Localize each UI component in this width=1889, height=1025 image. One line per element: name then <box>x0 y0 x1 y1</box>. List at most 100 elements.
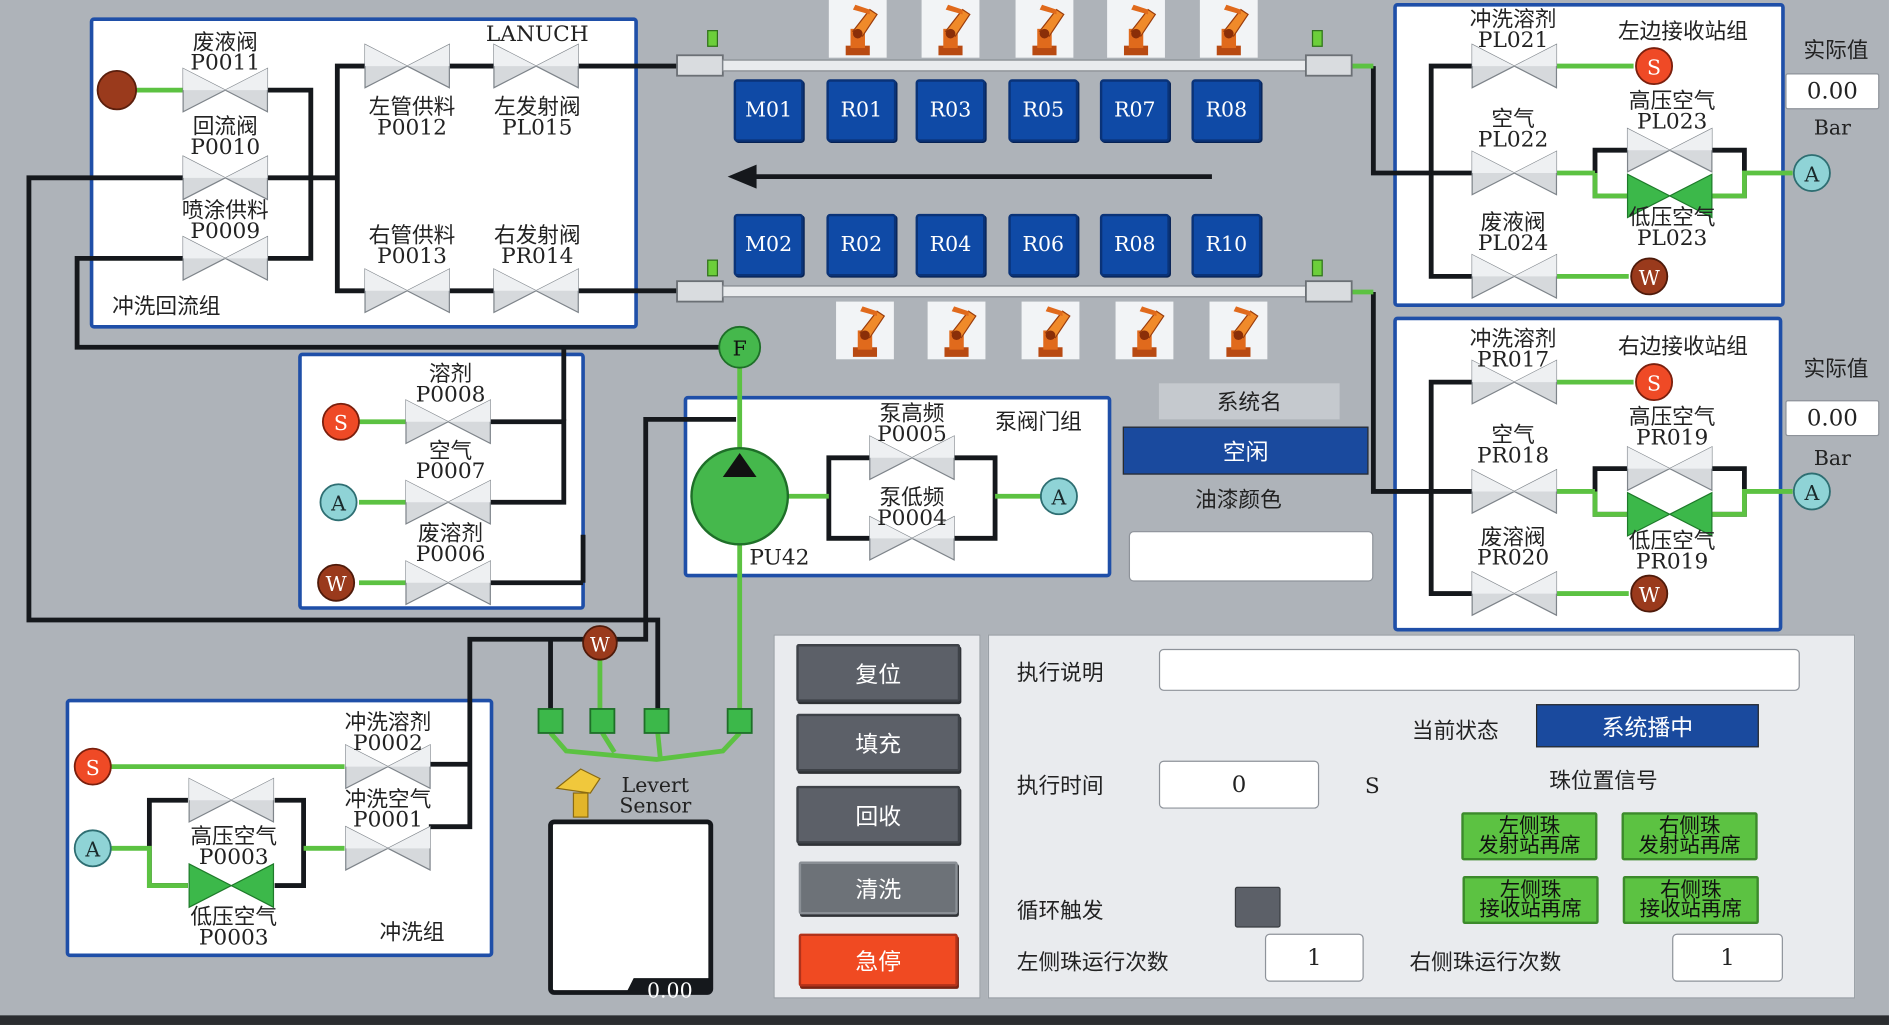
system-name-value: 空闲 <box>1122 426 1369 475</box>
node-W-text: W <box>1639 583 1660 607</box>
valve-code: PR018 <box>1477 444 1549 469</box>
top-robot-arm-icon-1 <box>921 0 980 58</box>
tile-bottom-m02-0[interactable]: M02 <box>733 213 804 277</box>
exec-desc-field[interactable] <box>1158 648 1800 691</box>
node-S-text: S <box>86 756 100 780</box>
reset-button[interactable]: 复位 <box>796 644 961 702</box>
pressure-right-field: 0.00 <box>1785 400 1880 437</box>
valve-code: P0003 <box>199 925 269 950</box>
exec-time-unit: S <box>1364 773 1380 800</box>
valve-name: 低压空气 <box>190 905 277 930</box>
valve-name: 废溶阀 <box>1481 525 1546 550</box>
tile-top-r01-1[interactable]: R01 <box>826 79 897 142</box>
valve-name: 右管供料 <box>369 224 456 249</box>
emergency-stop-button[interactable]: 急停 <box>798 933 958 987</box>
exec-time-label: 执行时间 <box>1016 773 1104 800</box>
valve-code: PR019 <box>1636 426 1708 451</box>
valve-code: P0002 <box>353 731 423 756</box>
pressure-label: 实际值 <box>1803 357 1868 382</box>
tile-bottom-r02-1[interactable]: R02 <box>826 213 897 277</box>
group-title: 冲洗回流组 <box>112 295 220 320</box>
valve-code: PR020 <box>1477 546 1549 571</box>
paint-color-field[interactable] <box>1128 531 1374 582</box>
sensor-value: 0.00 <box>647 978 693 1002</box>
left-station-panel <box>1393 3 1785 308</box>
node-F-text: F <box>733 337 747 361</box>
valve-name: 空气 <box>1491 107 1534 132</box>
node-W-solvent: W <box>317 563 356 602</box>
clean-button[interactable]: 清洗 <box>798 861 958 915</box>
cycle-trigger-label: 循环触发 <box>1016 898 1104 925</box>
fill-button[interactable]: 填充 <box>796 713 961 772</box>
tile-bottom-r04-2[interactable]: R04 <box>915 213 986 277</box>
valve-name: 低压空气 <box>1629 529 1716 554</box>
recover-button[interactable]: 回收 <box>796 785 961 844</box>
valve-code: PR014 <box>501 244 573 269</box>
signal-right-receive: 右侧珠接收站再席 <box>1622 875 1759 925</box>
signal-left-receive: 左侧珠接收站再席 <box>1462 875 1599 925</box>
system-name-label: 系统名 <box>1158 383 1340 420</box>
node-A-text: A <box>1803 481 1819 505</box>
top-robot-arm-icon-0 <box>828 0 887 58</box>
node-W-text: W <box>326 572 347 596</box>
top-robot-arm-icon-2 <box>1015 0 1074 58</box>
top-launch-tube <box>676 54 1353 77</box>
valve-code: P0012 <box>377 116 447 141</box>
valve-name: 空气 <box>429 439 472 464</box>
pressure-label: 实际值 <box>1803 39 1868 64</box>
tile-bottom-r06-3[interactable]: R06 <box>1008 213 1079 277</box>
valve-code: P0004 <box>877 506 947 531</box>
flush-return-panel <box>89 17 638 329</box>
signal-text: 右侧珠 <box>1660 878 1722 903</box>
cycle-trigger-button[interactable] <box>1234 886 1281 928</box>
manifold-ports <box>537 708 753 734</box>
exec-time-field: 0 <box>1158 760 1320 809</box>
group-title: 冲洗组 <box>380 921 445 946</box>
tile-top-r07-4[interactable]: R07 <box>1099 79 1170 142</box>
right-count-label: 右侧珠运行次数 <box>1409 950 1562 976</box>
valve-name: 喷涂供料 <box>182 199 269 224</box>
pressure-unit: Bar <box>1814 446 1851 470</box>
bottom-robot-arm-icon-2 <box>1021 301 1080 360</box>
tile-top-m01-0[interactable]: M01 <box>733 79 804 142</box>
valve-name: 低压空气 <box>1629 206 1716 231</box>
valve-code: PL023 <box>1637 226 1707 251</box>
tile-bottom-r08-4[interactable]: R08 <box>1099 213 1170 277</box>
valve-code: P0003 <box>199 845 269 870</box>
valve-code: P0013 <box>377 244 447 269</box>
tile-top-r03-2[interactable]: R03 <box>915 79 986 142</box>
tile-top-r08-5[interactable]: R08 <box>1191 79 1262 142</box>
node-S-solvent: S <box>321 402 360 441</box>
flow-direction-arrow <box>727 164 1212 189</box>
sensor-label: Sensor <box>619 793 691 817</box>
ball-signal-label: 珠位置信号 <box>1549 769 1658 795</box>
node-A-pump: A <box>1039 477 1078 516</box>
valve-code: P0007 <box>416 459 486 484</box>
signal-right-launch: 右侧珠发射站再席 <box>1621 812 1758 861</box>
valve-code: P0010 <box>190 135 260 160</box>
node-red-left <box>96 69 138 111</box>
valve-code: P0011 <box>190 51 260 76</box>
pump-label: PU42 <box>749 546 809 571</box>
tile-top-r05-3[interactable]: R05 <box>1008 79 1079 142</box>
led-top-left <box>707 30 719 47</box>
valve-name: 左发射阀 <box>494 95 581 120</box>
valve-name: 冲洗空气 <box>345 787 432 812</box>
valve-name: 废液阀 <box>193 30 258 55</box>
node-S-text: S <box>334 411 348 435</box>
valve-name: 泵低频 <box>879 486 944 511</box>
node-A-text: A <box>1803 162 1819 186</box>
valve-name: 高压空气 <box>1629 89 1716 114</box>
valve-name: 溶剂 <box>429 362 472 387</box>
launch-label: LANUCH <box>486 22 589 47</box>
valve-name: 高压空气 <box>190 825 277 850</box>
node-W-text: W <box>1639 266 1660 290</box>
tile-bottom-r10-5[interactable]: R10 <box>1191 213 1262 277</box>
level-sensor-icon <box>555 768 601 818</box>
node-A-flush: A <box>73 829 112 868</box>
valve-code: P0005 <box>877 422 947 447</box>
valve-name: 废溶剂 <box>418 522 483 547</box>
top-robot-arm-icon-4 <box>1199 0 1258 58</box>
signal-text: 接收站再席 <box>1639 897 1742 922</box>
